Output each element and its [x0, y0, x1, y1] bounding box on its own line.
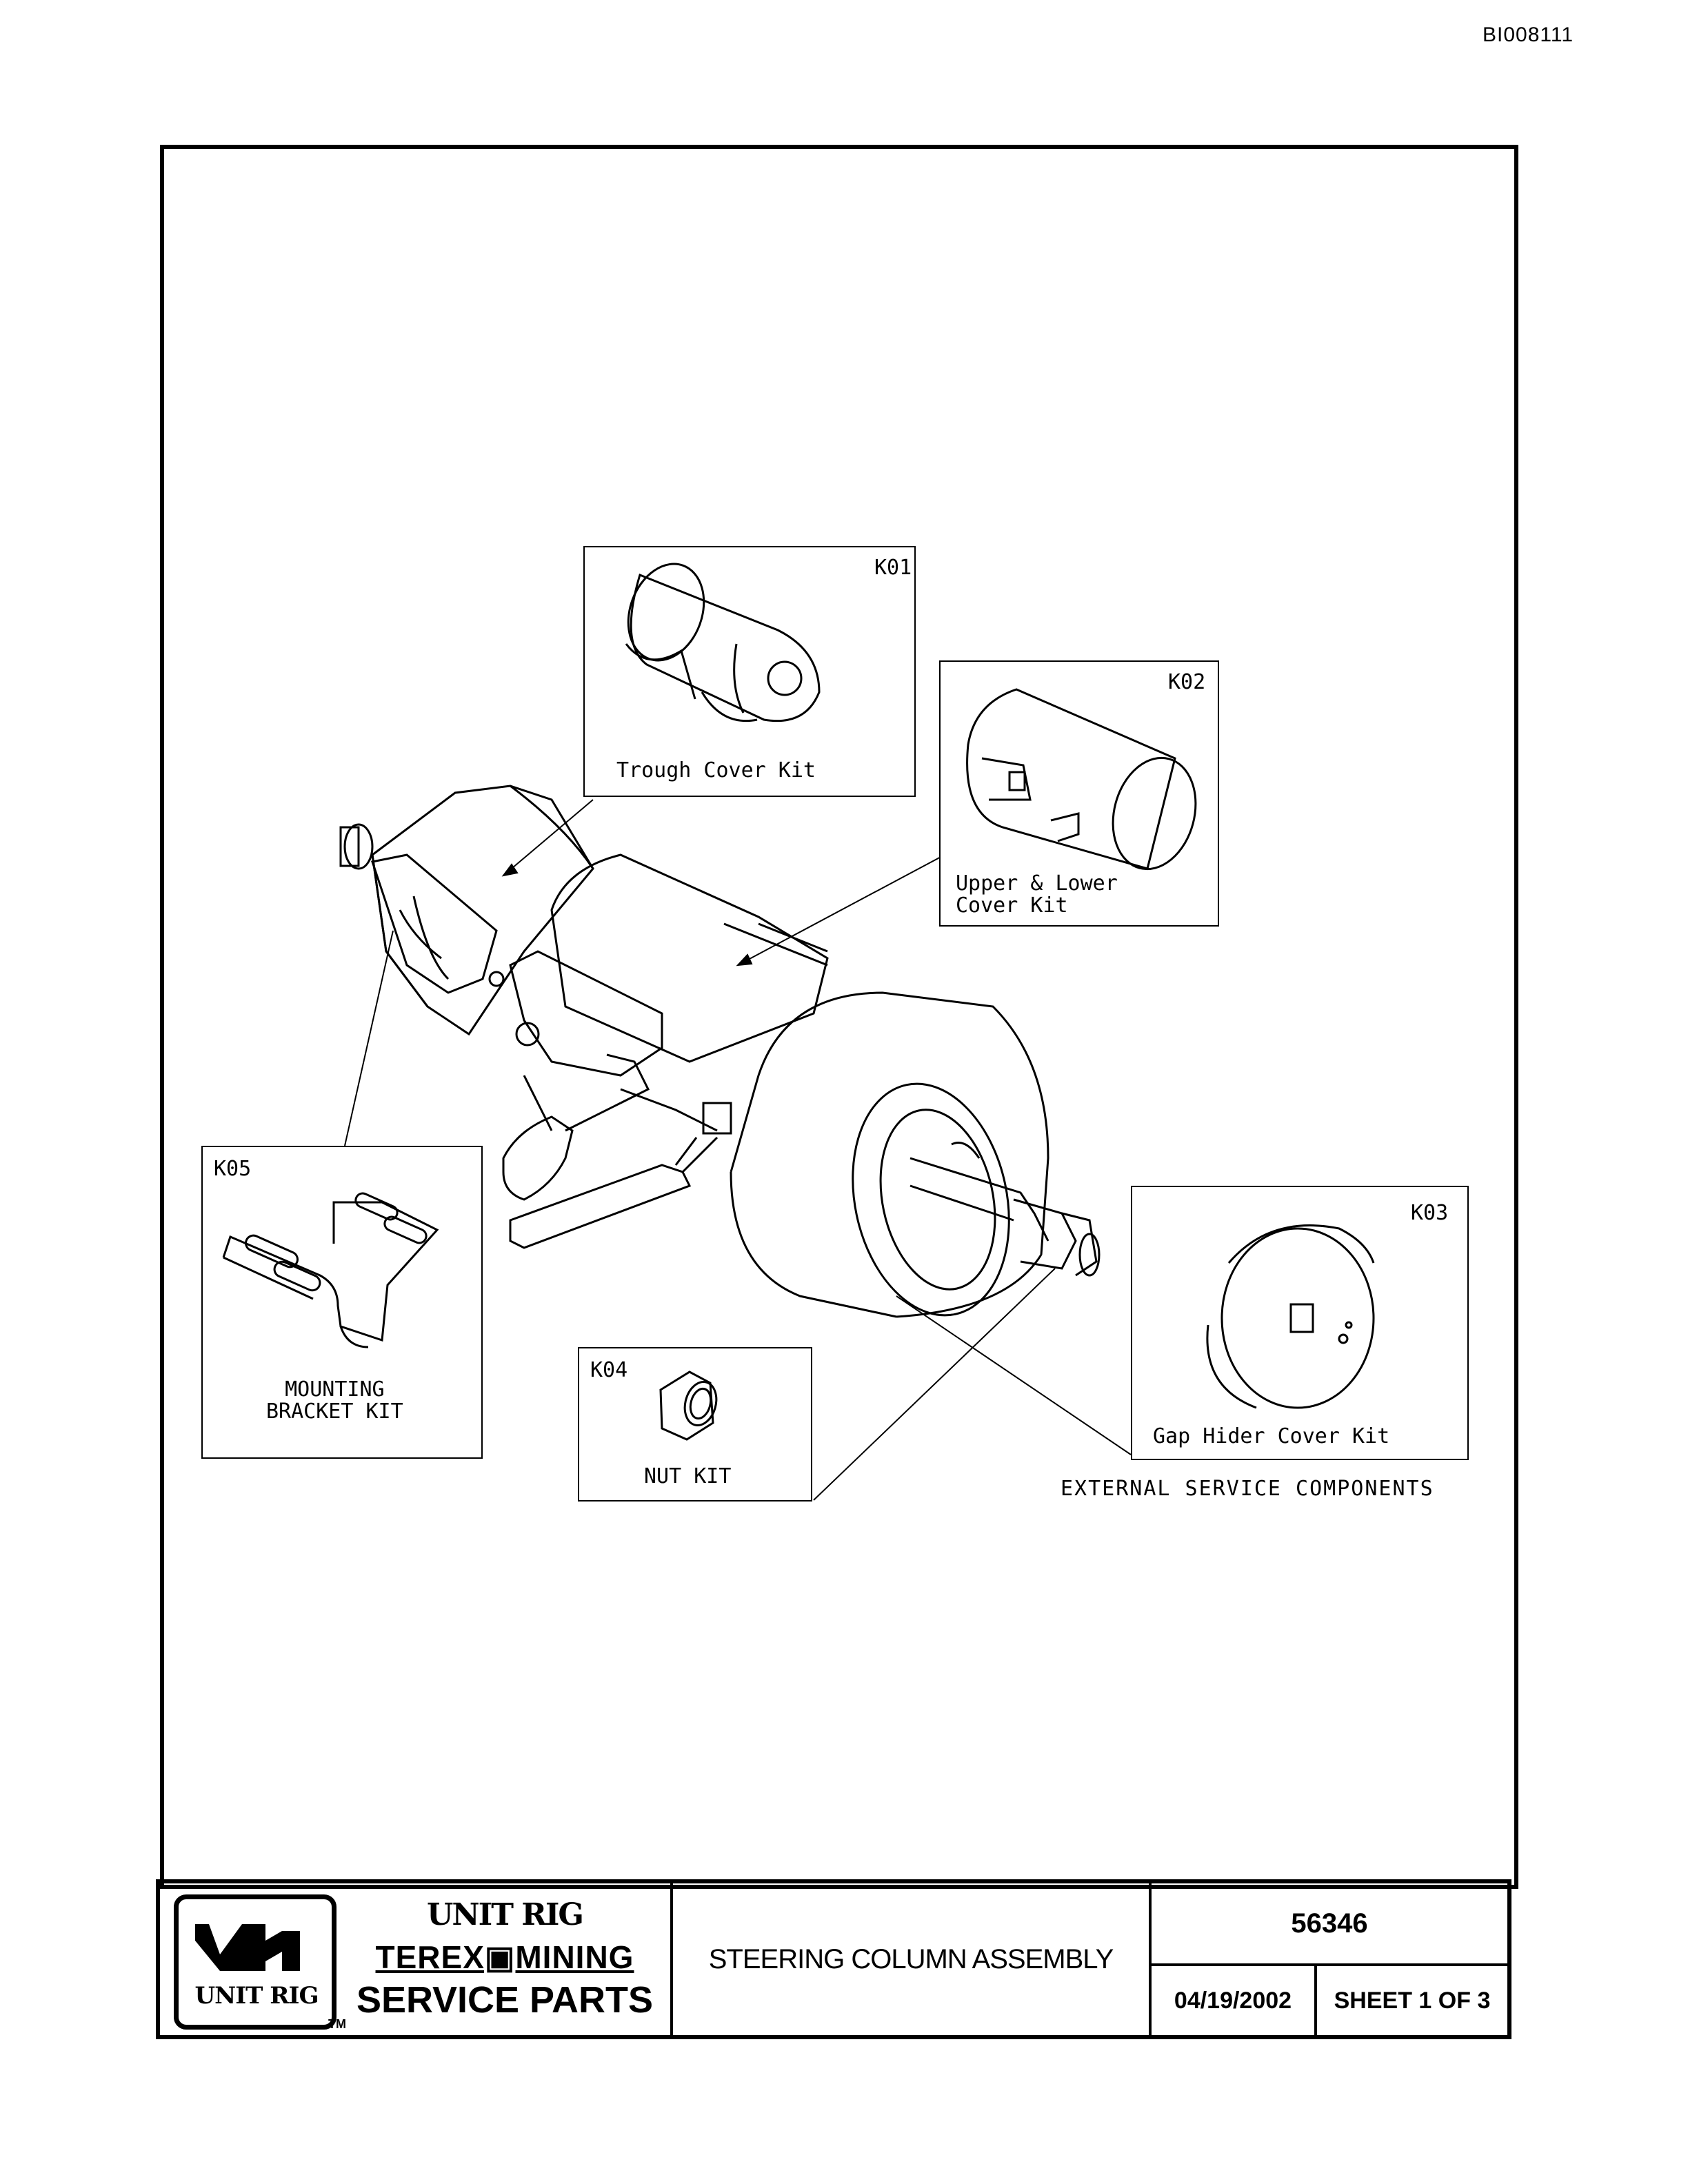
brand-service-parts: SERVICE PARTS — [356, 1979, 654, 2021]
brand-unit-rig: UNIT RIG — [427, 1897, 584, 1932]
gap-hider-cover-illustration — [1206, 1224, 1375, 1409]
kit-k04-nut[interactable]: K04 NUT KIT — [578, 1347, 812, 1502]
mount-block — [509, 950, 732, 1135]
drawing-info: 56346 04/19/2002 SHEET 1 OF 3 — [1152, 1883, 1507, 2035]
kit-code: K04 — [590, 1358, 628, 1382]
brand-panel: UNIT RIG TM UNIT RIG TEREX▣MINING SERVIC… — [160, 1883, 673, 2035]
trademark: TM — [328, 2017, 346, 2031]
kit-code: K03 — [1411, 1201, 1449, 1225]
mounting-bracket-illustration — [222, 1192, 439, 1348]
drawing-date: 04/19/2002 — [1152, 1966, 1317, 2035]
kit-code: K01 — [874, 556, 912, 580]
external-service-components-label: EXTERNAL SERVICE COMPONENTS — [1061, 1477, 1434, 1501]
middle-cylinder — [550, 853, 829, 1063]
kit-label: Gap Hider Cover Kit — [1153, 1424, 1390, 1448]
trough-cover-illustration — [625, 563, 821, 722]
steering-shaft — [910, 1142, 1101, 1277]
sheet-number: SHEET 1 OF 3 — [1334, 1987, 1491, 2014]
part-number: 56346 — [1152, 1883, 1507, 1966]
kit-k02-upper-lower-cover[interactable]: K02 Upper & Lower Cover Kit — [939, 660, 1219, 927]
unit-rig-logo: UNIT RIG — [174, 1894, 336, 2030]
turn-signal-lever — [502, 1102, 719, 1249]
kit-k05-mounting-bracket[interactable]: K05 MOUNTING BRACKET KIT — [201, 1146, 483, 1459]
kit-k03-gap-hider-cover[interactable]: K03 Gap Hider Cover Kit — [1131, 1186, 1469, 1460]
drawing-frame — [160, 145, 1518, 1889]
kit-label: NUT KIT — [644, 1464, 732, 1488]
kit-k01-trough-cover[interactable]: K01 Trough Cover Kit — [583, 546, 916, 797]
logo-mark-icon — [195, 1924, 300, 1971]
kit-code: K02 — [1168, 670, 1206, 694]
kit-code: K05 — [214, 1157, 252, 1181]
leader-lines — [344, 799, 1132, 1501]
kit-label: Upper & Lower Cover Kit — [956, 871, 1118, 918]
brand-terex-mining: TEREX▣MINING — [375, 1939, 634, 1975]
shroud-window — [371, 853, 505, 994]
title-block: UNIT RIG TM UNIT RIG TEREX▣MINING SERVIC… — [156, 1879, 1511, 2039]
nut-illustration — [659, 1371, 718, 1441]
kit-label: Trough Cover Kit — [616, 758, 816, 782]
kit-label: MOUNTING BRACKET KIT — [266, 1377, 403, 1424]
upper-housing — [339, 785, 594, 1036]
lower-cylinder — [730, 991, 1049, 1318]
document-id: BI008111 — [1483, 23, 1574, 46]
upper-lower-cover-illustration — [966, 688, 1197, 871]
logo-text: UNIT RIG — [194, 1982, 319, 2010]
drawing-title: STEERING COLUMN ASSEMBLY — [673, 1883, 1152, 2035]
